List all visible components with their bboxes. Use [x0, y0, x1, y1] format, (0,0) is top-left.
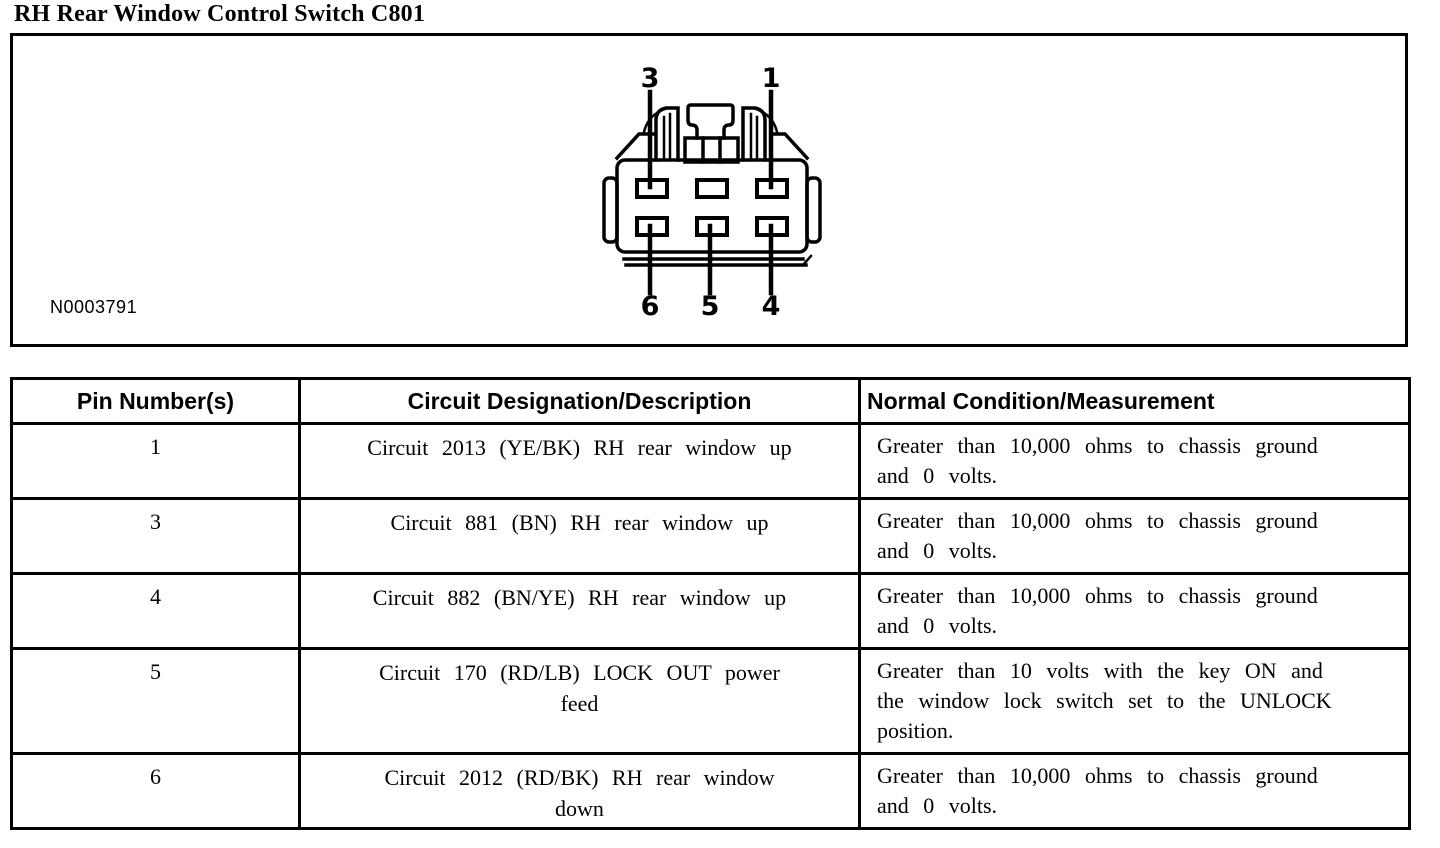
circuit-description-cell: Circuit 2013 (YE/BK) RH rear window up: [298, 422, 861, 500]
normal-condition-cell: Greater than 10,000 ohms to chassis grou…: [858, 752, 1411, 830]
circuit-description-cell: Circuit 2012 (RD/BK) RH rear window down: [298, 752, 861, 830]
connector-shoulder-left: [614, 132, 655, 161]
pin-number-cell: 3: [10, 497, 301, 575]
table-row-pin-6: 6 Circuit 2012 (RD/BK) RH rear window do…: [10, 752, 1411, 830]
pin-number-cell: 5: [10, 647, 301, 755]
pin-circuit-table: Pin Number(s) Circuit Designation/Descri…: [10, 377, 1411, 830]
pin-label-5: 5: [701, 291, 720, 322]
table-row-pin-4: 4 Circuit 882 (BN/YE) RH rear window up …: [10, 572, 1411, 650]
circuit-description-cell: Circuit 882 (BN/YE) RH rear window up: [298, 572, 861, 650]
connector-ear-left: [602, 176, 619, 244]
latch-hook-left: [654, 106, 680, 162]
pin-label-1: 1: [762, 63, 781, 94]
latch-hook-right: [741, 106, 767, 162]
column-header-circuit-designation: Circuit Designation/Description: [298, 377, 861, 425]
latch-curve-right: [754, 107, 779, 134]
table-row-pin-3: 3 Circuit 881 (BN) RH rear window up Gre…: [10, 497, 1411, 575]
pin-label-3: 3: [641, 63, 660, 94]
normal-condition-cell: Greater than 10,000 ohms to chassis grou…: [858, 497, 1411, 575]
pin-number-cell: 4: [10, 572, 301, 650]
pin-number-cell: 1: [10, 422, 301, 500]
connector-skirt-corner: [801, 254, 813, 267]
latch-tab: [686, 103, 735, 140]
connector-ear-right: [805, 176, 822, 244]
pin-label-6: 6: [641, 291, 660, 322]
connector-shoulder-right: [769, 132, 810, 161]
pin-cavity-top-middle: [695, 178, 729, 199]
pin-label-4: 4: [762, 291, 781, 322]
latch-curve-left: [642, 107, 667, 134]
pin-cavity-3: [635, 178, 669, 199]
normal-condition-cell: Greater than 10,000 ohms to chassis grou…: [858, 572, 1411, 650]
table-row-pin-1: 1 Circuit 2013 (YE/BK) RH rear window up…: [10, 422, 1411, 500]
pin-cavity-1: [755, 178, 789, 199]
table-header-row: Pin Number(s) Circuit Designation/Descri…: [10, 377, 1411, 425]
latch-cell-block: [683, 136, 740, 164]
figure-id-label: N0003791: [50, 297, 138, 317]
column-header-normal-condition: Normal Condition/Measurement: [858, 377, 1411, 425]
normal-condition-cell: Greater than 10 volts with the key ON an…: [858, 647, 1411, 755]
pin-number-cell: 6: [10, 752, 301, 830]
circuit-description-cell: Circuit 170 (RD/LB) LOCK OUT power feed: [298, 647, 861, 755]
page-title: RH Rear Window Control Switch C801: [14, 1, 426, 27]
normal-condition-cell: Greater than 10,000 ohms to chassis grou…: [858, 422, 1411, 500]
table-row-pin-5: 5 Circuit 170 (RD/LB) LOCK OUT power fee…: [10, 647, 1411, 755]
connector-diagram-panel: 3 1: [10, 33, 1408, 347]
connector-diagram: 3 1: [602, 63, 822, 322]
column-header-pin-numbers: Pin Number(s): [10, 377, 301, 425]
circuit-description-cell: Circuit 881 (BN) RH rear window up: [298, 497, 861, 575]
